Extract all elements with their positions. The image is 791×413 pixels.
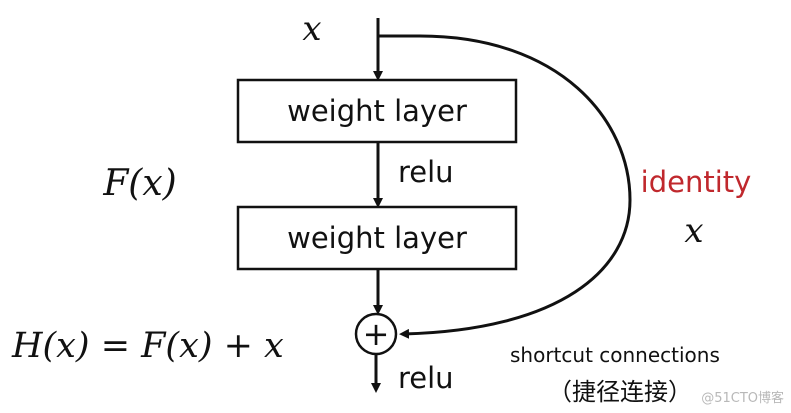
shortcut-connections-label: shortcut connections (510, 343, 720, 367)
output-equation: H(x) = F(x) + x (11, 326, 284, 366)
weight-layer-1: weight layer (236, 78, 518, 144)
weight-layer-1-label: weight layer (287, 94, 467, 128)
block-function-label: F(x) (102, 163, 176, 204)
identity-label: identity (641, 165, 752, 199)
plus-symbol: + (363, 315, 390, 353)
input-x-label: x (302, 9, 321, 49)
watermark-text: @51CTO博客 (701, 390, 784, 406)
weight-layer-2: weight layer (236, 205, 518, 271)
relu-bottom-label: relu (398, 361, 454, 395)
identity-x-label: x (684, 211, 703, 251)
weight-layer-2-box (236, 205, 518, 271)
weight-layer-2-label: weight layer (287, 221, 467, 255)
sum-node: + (354, 312, 398, 356)
shortcut-chinese-label: （捷径连接） (548, 378, 692, 406)
identity-shortcut-arrow (378, 34, 632, 339)
relu-middle-label: relu (398, 155, 454, 189)
